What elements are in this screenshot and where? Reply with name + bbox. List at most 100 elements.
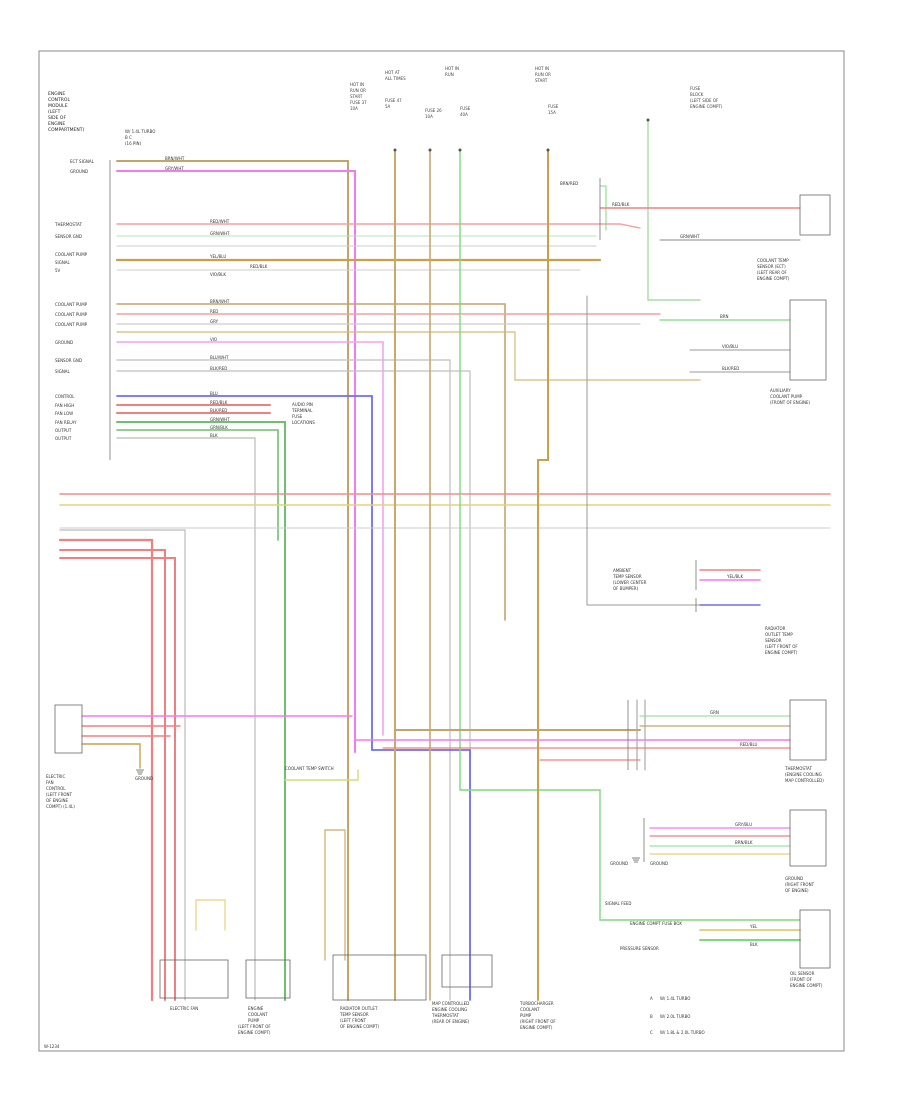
right-wire-labels: BRN/RED RED/BLK GRN/WHT BRN VIO/BLU BLK/… [560,181,758,947]
fan-ctrl-box [54,704,83,754]
top-label-line: FUSE [460,106,471,111]
bottom-comp-line: OF ENGINE [46,798,69,803]
bottom-comp-line: ELECTRIC FAN [170,1006,198,1011]
middle-label: SIGNAL FEED [605,901,631,906]
map-thermo-box [441,954,493,988]
bottom-comp-line: PUMP [248,1018,260,1023]
wire-gry-lo [116,437,256,1001]
bottom-comp-line: COMPT) (1.4L) [46,804,75,809]
ground-labels: GROUND GROUND GROUND [135,776,668,866]
ecm-row-wire: VIO [210,337,217,342]
ecm-row-label: COOLANT PUMP [55,302,88,307]
wire-right-v [586,295,701,606]
right-wire-label: BLK/RED [722,366,739,371]
ground-sym-1 [136,769,144,775]
cooling-fan-box [159,959,229,999]
right-comp-line: (LEFT FRONT OF [765,644,798,649]
wire-top-v5 [647,119,701,301]
ecm-row-label: SENSOR GND [55,358,82,363]
ecm-row-label: COOLANT PUMP [55,252,88,257]
right-comp-line: TEMP SENSOR [612,574,642,579]
ecm-row-wire: BRN/WHT [210,299,230,304]
component-boxes [54,194,831,1001]
ecm-row-wire: RED/WHT [210,219,230,224]
bottom-comp-line: ELECTRIC [46,774,65,779]
ecm-variant-line: B C [125,135,132,140]
ecm-connector-note: AUDIO PIN [292,402,313,407]
right-comp-line: SENSOR (ECT) [757,264,786,269]
ground-label: GROUND [610,861,628,866]
legend-text: W/ 2.0L TURBO [660,1014,690,1019]
ecm-row-wire: RED/BLK [250,264,268,269]
wire-gry-mid2 [116,359,451,1001]
top-label-line: 15A [548,110,556,115]
right-wire-label: YEL [749,924,758,929]
right-comp-line: ENGINE COMPT) [757,276,790,281]
ground-symbols [136,769,640,863]
right-comp-line: AUXILIARY [770,388,791,393]
ecm-title-line: ENGINE [48,91,65,97]
bottom-comp-line: OF ENGINE COMPT) [340,1024,380,1029]
top-label-line: FUSE [690,86,701,91]
top-label-line: RUN OR [535,72,551,77]
fuse-dot-1 [393,148,397,152]
ecm-row-label: FAN LOW [55,411,73,416]
ecm-row-label: THERMOSTAT [54,222,82,227]
diagram-frame [38,50,845,1052]
ecm-row-label: SIGNAL [55,260,71,265]
middle-label: COOLANT TEMP SWITCH [285,766,334,771]
top-label-line: 10A [350,106,358,111]
middle-label: PRESSURE SENSOR [620,946,659,951]
fuse-dot-4 [546,148,550,152]
ecm-row-label: 5V [55,268,61,273]
top-label-line: ENGINE COMPT) [690,104,723,109]
ecm-row-wire: BLU/WHT [210,355,229,360]
bottom-comp-line: ENGINE COMPT) [520,1025,553,1030]
bottom-comp-line: ENGINE [248,1006,264,1011]
ecm-row-wire: GRN/WHT [210,417,230,422]
ecm-title-line: ENGINE [48,121,65,127]
legend-text: W/ 1.8L & 2.0L TURBO [660,1030,705,1035]
wire-lf-4 [81,743,141,769]
ecm-row-wire: BLK [210,433,218,438]
right-wire-label: BRN [720,314,729,319]
right-comp-line: COOLANT TEMP [757,258,789,263]
bottom-comp-line: PUMP [520,1013,532,1018]
right-comp-line: RADIATOR [765,626,786,631]
right-comp-line: OF ENGINE) [785,888,809,893]
top-label-line: HOT AT [385,70,400,75]
wire-brn-mid2 [116,331,701,381]
ecm-title-line: (LEFT [48,109,61,115]
bottom-comp-line: MAP CONTROLLED [432,1001,469,1006]
ground-sym-2 [632,857,640,863]
fuse-dot-2 [428,148,432,152]
wire-group-horizontal [58,119,831,1002]
bottom-comp-line: (LEFT FRONT [340,1018,366,1023]
top-label-line: 10A [425,114,433,119]
middle-labels: COOLANT TEMP SWITCH SIGNAL FEED ENGINE C… [285,766,682,951]
wire-c-4 [195,899,226,931]
ecm-variant-line: (16 PIN) [125,141,142,146]
ecm-title-line: SIDE OF [48,115,66,121]
ecm-row-label: FAN RELAY [55,420,77,425]
ground-label: GROUND [135,776,153,781]
top-label-line: HOT IN [350,82,364,87]
right-comp-line: AMBIENT [613,568,632,573]
ecm-rows: ECT SIGNAL BRN/WHT GROUND GRY/WHT THERMO… [54,156,315,441]
right-comp-line: ENGINE COMPT) [765,650,798,655]
right-wire-label: GRY/BLU [735,822,752,827]
legend-id: B [650,1014,653,1019]
fuse-dot-3 [458,148,462,152]
ecm-row-label: OUTPUT [55,428,72,433]
wire-grn-lo2 [116,429,279,541]
bottom-comp-line: COOLANT [520,1007,540,1012]
ecm-variant-line: W/ 1.4L TURBO [125,129,155,134]
wire-red-drop3 [59,557,176,1001]
ecm-row-label: FAN HIGH [55,403,74,408]
ect-sensor-box [789,299,827,381]
bottom-comp-line: (REAR OF ENGINE) [432,1019,470,1024]
ecm-row-label: SIGNAL [55,369,71,374]
wire-rt-1 [599,185,607,231]
right-wire-label: GRN [710,710,719,715]
